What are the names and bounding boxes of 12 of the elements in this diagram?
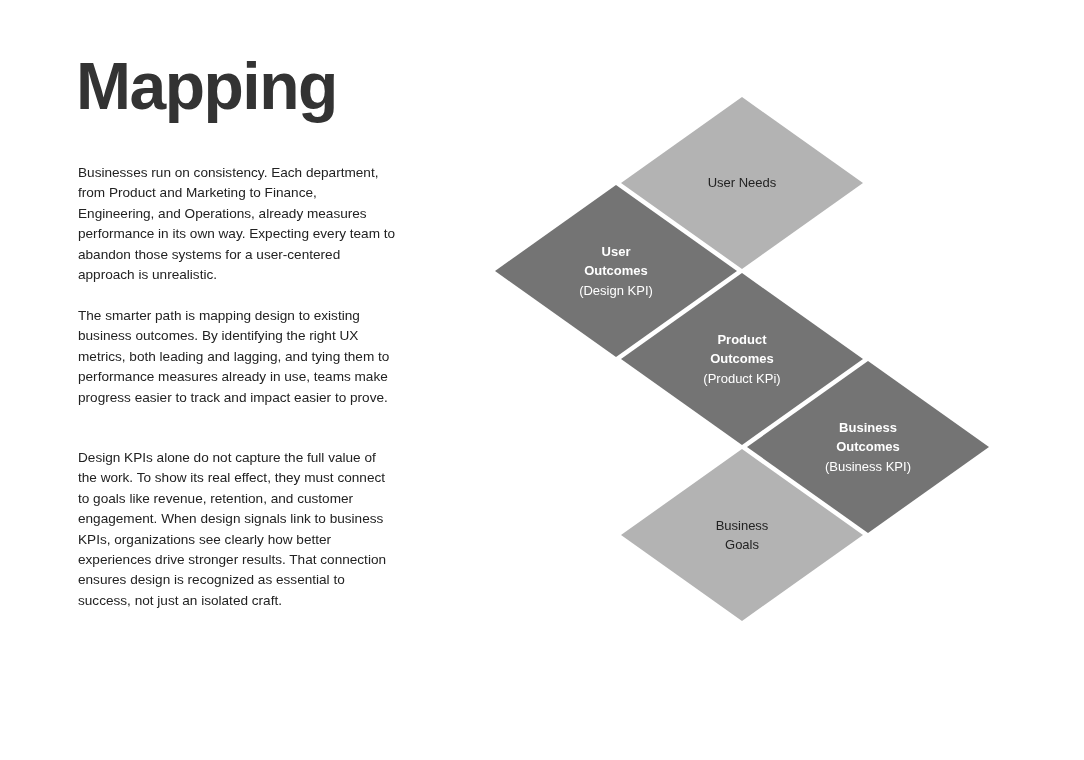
tile-label: User Needs	[707, 174, 777, 193]
body-paragraph: The smarter path is mapping design to existing business outcomes. By identifying the right UX metrics, both leading and lagging, and tying them to performance measures already in use, teams make progress easier to track and impact easier to prove.	[78, 307, 391, 407]
page-title: Mapping	[76, 48, 337, 124]
tile-label: Business Goals	[714, 516, 770, 554]
body-paragraph: Design KPIs alone do not capture the full value of the work. To show its real effect, they must connect to goals like revenue, retention, and customer engagement. When design signals link to business KPIs, organizations see clearly how better experiences drive stronger results. That connection ensures design is recognized as essential to success, not just an isolated craft.	[78, 449, 388, 610]
tile-subtitle: (Product KPi)	[703, 369, 781, 388]
tile-subtitle: (Design KPI)	[579, 281, 653, 300]
body-paragraph: Businesses run on consistency. Each department, from Product and Marketing to Finance, Engineering, and Operations, already measures performance in its own way. Expecting every team to abandon those systems for a user-centered approach is unrealistic.	[78, 164, 396, 285]
tile-heading: Business Outcomes	[835, 418, 901, 457]
tile-subtitle: (Business KPI)	[825, 457, 911, 476]
tile-heading: Product Outcomes	[709, 330, 775, 369]
tile-heading: User Outcomes	[583, 242, 649, 281]
